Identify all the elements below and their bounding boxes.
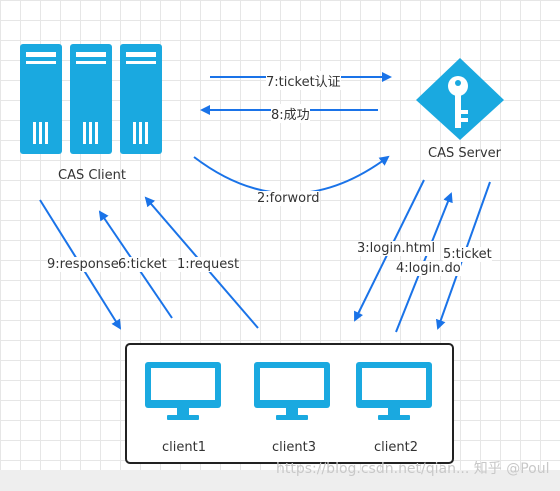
cas-client-server-icon xyxy=(20,44,162,154)
client1-label: client1 xyxy=(162,440,206,455)
edge-label-ticket5: 5:ticket xyxy=(443,247,492,262)
edge-label-response: 9:response xyxy=(47,257,119,272)
bottom-bar xyxy=(0,470,560,491)
cas-client-label: CAS Client xyxy=(58,168,126,183)
edge-label-forword: 2:forword xyxy=(257,191,320,206)
edge-label-login-html: 3:login.html xyxy=(357,241,436,256)
client3-monitor-icon xyxy=(254,362,330,420)
edge-label-request: 1:request xyxy=(177,257,240,272)
edge-label-ticket6: 6:ticket xyxy=(118,257,167,272)
client2-label: client2 xyxy=(374,440,418,455)
client3-label: client3 xyxy=(272,440,316,455)
client2-monitor-icon xyxy=(356,362,432,420)
edge-label-login-do: 4:login.do xyxy=(396,261,461,276)
edge-label-success: 8:成功 xyxy=(271,104,310,123)
cas-server-key-icon xyxy=(416,58,504,140)
edge-label-ticket-verify: 7:ticket认证 xyxy=(266,71,341,90)
client1-monitor-icon xyxy=(145,362,221,420)
cas-server-label: CAS Server xyxy=(428,146,501,161)
arrow-forword xyxy=(193,155,390,195)
watermark: https://blog.csdn.net/qian... 知乎 @Poul xyxy=(276,461,550,477)
